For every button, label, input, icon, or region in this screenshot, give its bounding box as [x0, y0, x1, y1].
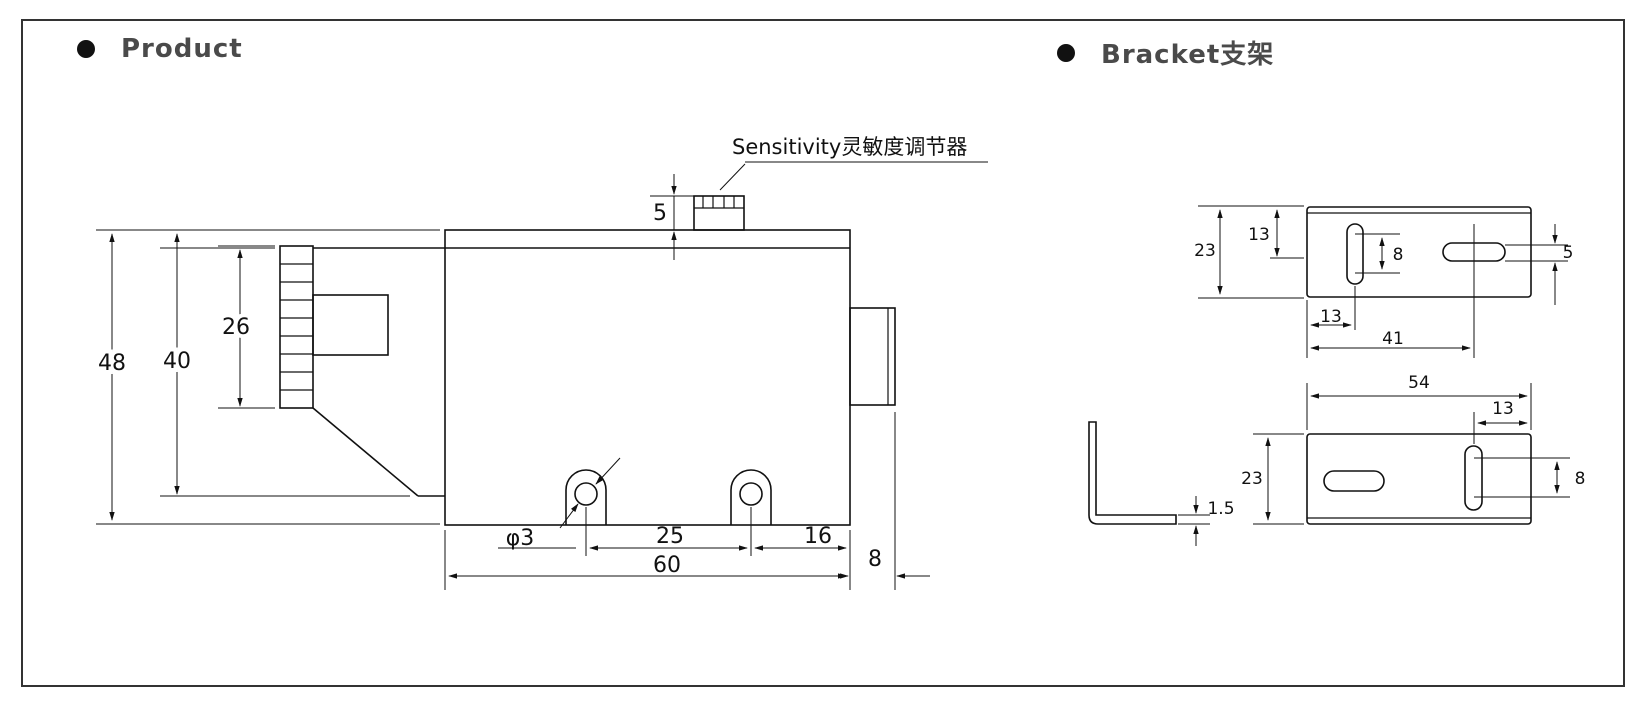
bracket-labels: 23 13 8 5 13 41 54 13 23 8 1.5 — [1194, 225, 1585, 519]
bracket-top-slot-width: 5 — [1563, 243, 1574, 263]
product-heading-text: Product — [121, 34, 243, 64]
dim-length: 60 — [653, 553, 681, 578]
bracket-bottom-height: 23 — [1241, 469, 1263, 489]
product-heading: Product — [77, 34, 243, 64]
sensitivity-knob — [693, 195, 745, 231]
bracket-dimensions — [1178, 205, 1570, 546]
drawing-frame — [21, 19, 1625, 687]
product-dimensions — [96, 161, 988, 590]
bullet-icon — [1057, 43, 1075, 62]
bracket-top-height: 23 — [1194, 241, 1216, 261]
bracket-top-plate — [1306, 206, 1532, 298]
bracket-side-profile — [1088, 421, 1177, 525]
knob-knurl — [694, 196, 744, 209]
mount-hole-right — [739, 482, 763, 506]
dim-body-height: 40 — [163, 349, 191, 374]
bracket-top-slot-offset: 13 — [1248, 225, 1270, 245]
dim-hole-spacing: 25 — [656, 524, 684, 549]
dim-connector: 8 — [868, 547, 882, 572]
bracket-views — [1088, 206, 1532, 525]
lens-slope-line — [312, 407, 419, 497]
bracket-bottom-slot-horizontal — [1323, 470, 1385, 492]
dim-hole-diameter: φ3 — [506, 526, 535, 551]
bracket-heading: Bracket支架 — [1057, 34, 1274, 71]
lens-ring — [279, 245, 314, 409]
bracket-bottom-width: 54 — [1408, 373, 1430, 393]
bracket-heading-text: Bracket支架 — [1101, 40, 1275, 70]
mount-tab-left — [565, 469, 607, 525]
bracket-bottom-plate — [1306, 433, 1532, 525]
mount-tab-right — [730, 469, 772, 525]
bullet-icon — [77, 40, 95, 58]
bracket-top-slot-length: 8 — [1393, 245, 1404, 265]
dim-lens-height: 26 — [222, 315, 250, 340]
bracket-top-slot-spacing: 41 — [1382, 329, 1404, 349]
mount-hole-left — [574, 482, 598, 506]
product-view — [279, 195, 896, 526]
sensitivity-callout: Sensitivity灵敏度调节器 — [732, 135, 967, 159]
dim-hole-edge: 16 — [804, 524, 832, 549]
dim-overall-height: 48 — [98, 351, 126, 376]
lens-barrel — [312, 294, 389, 356]
bracket-side-thickness: 1.5 — [1207, 499, 1234, 519]
product-labels: 5 48 40 26 φ3 25 16 60 8 Sensitivity灵敏度调… — [94, 135, 967, 578]
connector — [849, 307, 896, 406]
dim-knob-height: 5 — [653, 201, 667, 226]
bracket-top-left-offset: 13 — [1320, 307, 1342, 327]
bracket-bottom-slot-vertical — [1464, 445, 1483, 511]
lens-knurl — [280, 263, 313, 391]
bracket-bottom-right-offset: 13 — [1492, 399, 1514, 419]
bracket-bottom-slot-length: 8 — [1575, 469, 1586, 489]
sensor-housing — [444, 229, 851, 526]
bracket-top-slot-vertical — [1346, 223, 1364, 285]
